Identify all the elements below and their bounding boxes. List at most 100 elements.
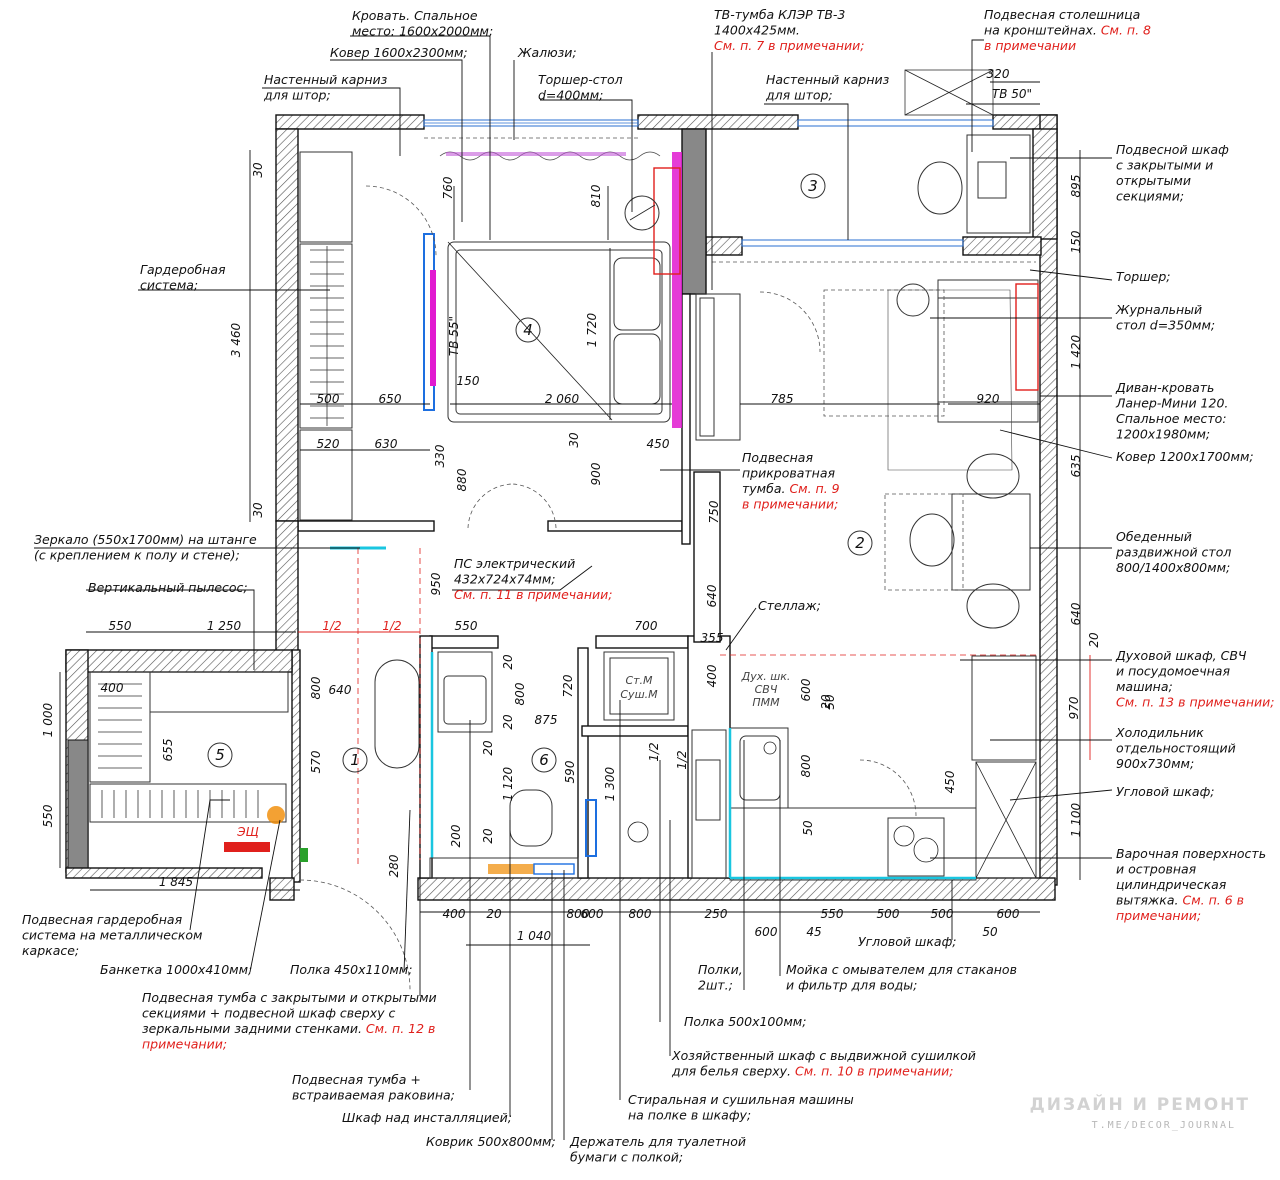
dimension-label: 1 300 xyxy=(603,766,617,801)
callout-text: Ковер 1200х1700мм; xyxy=(1116,449,1254,464)
callout-text: раздвижной стол xyxy=(1115,545,1231,560)
dimension-label: 1 040 xyxy=(517,929,552,943)
room-number-5: 5 xyxy=(215,746,225,764)
callout-text: для штор; xyxy=(765,88,833,103)
callout-hob-line: цилиндрическая xyxy=(1116,877,1227,892)
callout-text: Угловой шкаф; xyxy=(1116,784,1214,799)
dimension-label: 600 xyxy=(997,907,1020,921)
callout-text: прикроватная xyxy=(742,466,836,481)
callout-text: Духовой шкаф, СВЧ xyxy=(1115,648,1247,663)
callout-coffee-table-line: стол d=350мм; xyxy=(1116,318,1215,333)
callout-text: Журнальный xyxy=(1115,302,1202,317)
dimension-label: 1 420 xyxy=(1069,334,1083,369)
dimension-label: 520 xyxy=(317,437,340,451)
callout-text: машина; xyxy=(1116,679,1173,694)
callout-cornice-right-line: Настенный карниз xyxy=(766,72,890,87)
callout-mirror-line: Зеркало (550х1700мм) на штанге xyxy=(34,532,257,547)
dimension-label: 450 xyxy=(647,437,670,451)
callout-hanging-desk-line: в примечании xyxy=(984,38,1076,53)
dimension-label: 550 xyxy=(455,619,478,633)
dimension-label: 50 xyxy=(982,925,998,939)
callout-text: ПС электрический xyxy=(454,556,575,571)
watermark-title: ДИЗАЙН И РЕМОНТ xyxy=(1030,1093,1250,1115)
dimension-label: 880 xyxy=(455,468,469,491)
callout-oven-line: машина; xyxy=(1116,679,1173,694)
callout-text: место: 1600х2000мм; xyxy=(352,24,493,39)
callout-mirror-line: (с креплением к полу и стене); xyxy=(34,548,240,563)
callout-text: каркасе; xyxy=(22,943,79,958)
callout-text: Гардеробная xyxy=(140,262,226,277)
callout-text: вытяжка. xyxy=(1116,893,1182,908)
dimension-label: 1/2 xyxy=(322,619,341,633)
callout-tv-stand-line: 1400х425мм. xyxy=(714,23,800,38)
callout-heated-floor-line: ПС электрический xyxy=(454,556,575,571)
callout-text: Обеденный xyxy=(1116,529,1192,544)
callout-text: Ланер-Мини 120. xyxy=(1115,396,1228,411)
dimension-label: 20 xyxy=(481,740,495,756)
dimension-label: 640 xyxy=(329,683,352,697)
callout-text: секциями; xyxy=(1116,189,1184,204)
callout-corner-cabinet-bottom-line: Угловой шкаф; xyxy=(858,934,956,949)
callout-text: Холодильник xyxy=(1115,725,1204,740)
dimension-label: 635 xyxy=(1069,455,1083,478)
callout-text: 1400х425мм. xyxy=(714,23,800,38)
dishwasher-mark: ПММ xyxy=(752,696,780,709)
callout-shelf-450-line: Полка 450х110мм; xyxy=(290,962,412,977)
dimension-label: 50 xyxy=(823,694,837,710)
oven-mark: Дух. шк. xyxy=(741,670,791,683)
callout-text: ТВ-тумба КЛЭР ТВ-3 xyxy=(714,7,845,22)
dimension-label: 800 xyxy=(799,754,813,777)
callout-text: Торшер; xyxy=(1116,269,1171,284)
callout-cornice-right-line: для штор; xyxy=(765,88,833,103)
walls xyxy=(65,114,1058,901)
callout-floor-lamp-line: Торшер; xyxy=(1116,269,1171,284)
callout-text: 432х724х74мм; xyxy=(454,572,556,587)
callout-text: Подвесная гардеробная xyxy=(22,912,183,927)
callout-utility-cabinet-line: Хозяйственный шкаф с выдвижной сушилкой xyxy=(671,1048,976,1063)
dimension-label: 895 xyxy=(1069,175,1083,198)
dimension-label: 590 xyxy=(563,760,577,783)
dimension-label: 920 xyxy=(977,392,1000,406)
callout-hanging-wardrobe-line: Подвесная гардеробная xyxy=(22,912,183,927)
dimension-label: 550 xyxy=(821,907,844,921)
dimension-label: 800 xyxy=(567,907,590,921)
callout-blinds-line: Жалюзи; xyxy=(517,45,577,60)
callout-hanging-cabinet-line: Подвесной шкаф xyxy=(1116,142,1229,157)
callout-sofa-bed-line: Ланер-Мини 120. xyxy=(1115,396,1228,411)
dimension-label: 640 xyxy=(1069,602,1083,625)
dimension-label: TB 50" xyxy=(992,87,1032,101)
callout-oven-line: Духовой шкаф, СВЧ xyxy=(1115,648,1247,663)
leader-lines xyxy=(34,35,1113,1140)
callout-wardrobe-system-line: система; xyxy=(140,278,198,293)
callout-dining-table-line: Обеденный xyxy=(1116,529,1192,544)
dimension-label: 1 250 xyxy=(207,619,242,633)
dimension-label: 655 xyxy=(161,739,175,762)
callout-hanging-cabinet-line: открытыми xyxy=(1116,173,1191,188)
dimension-label: 45 xyxy=(806,925,821,939)
dimension-label: 785 xyxy=(771,392,794,406)
callout-heated-floor-line: См. п. 11 в примечании; xyxy=(454,587,612,602)
callout-text: с закрытыми и xyxy=(1116,158,1213,173)
dimension-label: 800 xyxy=(629,907,652,921)
callout-hanging-desk-line: Подвесная столешница xyxy=(984,7,1140,22)
callout-hanging-unit-mirror-line: зеркальными задними стенками. См. п. 12 … xyxy=(142,1021,435,1036)
callout-text: система; xyxy=(140,278,198,293)
callout-shelf-500-line: Полка 500х100мм; xyxy=(684,1014,806,1029)
callout-hob-line: примечании; xyxy=(1116,908,1201,923)
dimension-label: 950 xyxy=(429,572,443,595)
callout-hanging-desk-line: на кронштейнах. См. п. 8 xyxy=(984,23,1151,38)
dimension-label: 800 xyxy=(309,676,323,699)
callout-utility-cabinet-line: для белья сверху. См. п. 10 в примечании… xyxy=(671,1064,953,1079)
callout-oven-line: и посудомоечная xyxy=(1116,664,1230,679)
dimension-label: 280 xyxy=(387,854,401,877)
room-number-4: 4 xyxy=(523,321,533,339)
dimension-label: 3 460 xyxy=(229,322,243,357)
electrical-panel-mark: ЭЩ xyxy=(236,825,259,839)
dimension-label: 400 xyxy=(443,907,466,921)
dimension-label: 800 xyxy=(513,682,527,705)
callout-tv-stand-line: ТВ-тумба КЛЭР ТВ-3 xyxy=(714,7,845,22)
callout-text: стол d=350мм; xyxy=(1116,318,1215,333)
callout-carpet-living-line: Ковер 1200х1700мм; xyxy=(1116,449,1254,464)
room-number-6: 6 xyxy=(539,751,549,769)
